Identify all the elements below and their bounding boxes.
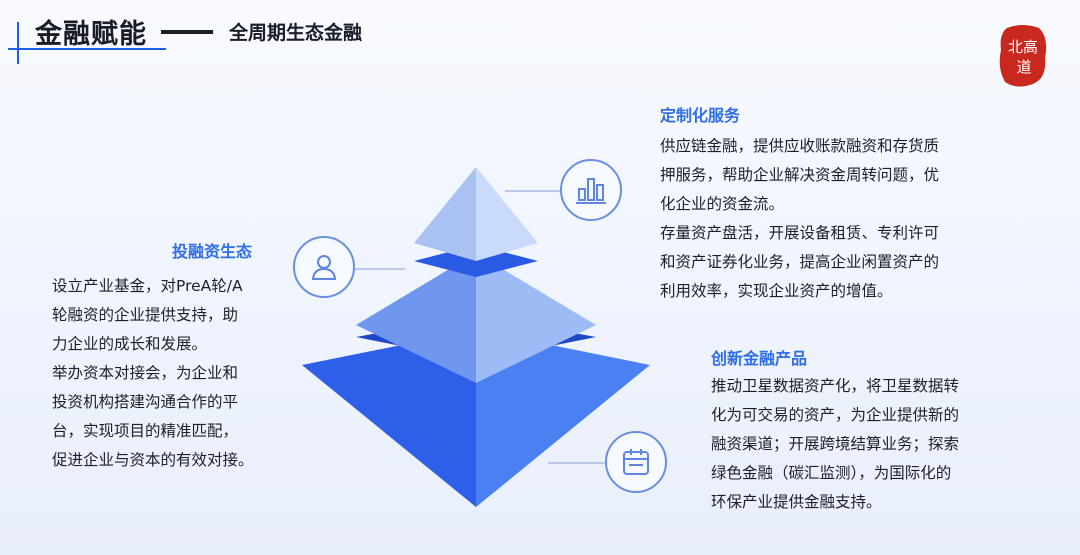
bar-chart-icon-circle (560, 159, 622, 221)
page-subtitle: 全周期生态金融 (229, 22, 363, 44)
section-title-custom-service: 定制化服务 (660, 106, 741, 125)
pyramid-graphic (302, 167, 650, 507)
pyramid-top-left (414, 167, 476, 261)
section-text-custom-service: 供应链金融，提供应收账款融资和存货质 押服务，帮助企业解决资金周转问题，优 化企… (660, 132, 1000, 306)
text-line: 化为可交易的资产，为企业提供新的 (711, 406, 960, 424)
header: 金融赋能 全周期生态金融 (35, 12, 362, 51)
section-text-investment: 设立产业基金，对PreA轮/A 轮融资的企业提供支持，助 力企业的成长和发展。 … (52, 272, 290, 475)
text-line: 举办资本对接会，为企业和 (52, 364, 239, 382)
section-title-investment: 投融资生态 (172, 242, 253, 261)
section-title-innovative-products: 创新金融产品 (711, 349, 808, 368)
connector-bottom-right (548, 462, 605, 464)
text-line: 轮融资的企业提供支持，助 (52, 306, 239, 324)
text-line: 绿色金融（碳汇监测），为国际化的 (711, 464, 952, 482)
pyramid-middle-right (476, 253, 596, 383)
svg-text:道: 道 (1016, 59, 1031, 76)
page-title: 金融赋能 (35, 19, 147, 50)
text-line: 供应链金融，提供应收账款融资和存货质 (660, 137, 940, 155)
text-line: 设立产业基金，对PreA轮/A (52, 277, 243, 295)
connector-left (355, 268, 405, 270)
text-line: 环保产业提供金融支持。 (711, 493, 882, 511)
decor-vertical-line (17, 22, 19, 64)
calendar-icon-circle (605, 431, 667, 493)
text-line: 存量资产盘活，开展设备租赁、专利许可 (660, 224, 940, 242)
text-line: 投资机构搭建沟通合作的平 (52, 393, 239, 411)
text-line: 和资产证券化业务，提高企业闲置资产的 (660, 253, 940, 271)
pyramid-bottom-right (476, 330, 650, 507)
user-icon (311, 255, 337, 280)
text-line: 推动卫星数据资产化，将卫星数据转 (711, 377, 960, 395)
pyramid-bottom-left (302, 330, 476, 507)
section-text-innovative-products: 推动卫星数据资产化，将卫星数据转 化为可交易的资产，为企业提供新的 融资渠道；开… (711, 372, 1021, 517)
text-line: 化企业的资金流。 (660, 195, 785, 213)
text-line: 利用效率，实现企业资产的增值。 (660, 282, 893, 300)
title-dash (161, 29, 213, 34)
pyramid-middle-left (356, 253, 476, 383)
connector-top-right (505, 190, 560, 192)
text-line: 押服务，帮助企业解决资金周转问题，优 (660, 166, 940, 184)
text-line: 促进企业与资本的有效对接。 (52, 451, 254, 469)
bar-chart-icon (576, 178, 606, 204)
user-icon-circle (293, 236, 355, 298)
svg-text:北高: 北高 (1008, 39, 1038, 56)
pyramid-top-right (476, 167, 538, 261)
seal-logo: 北高 道 (999, 25, 1047, 87)
text-line: 融资渠道；开展跨境结算业务；探索 (711, 435, 960, 453)
calendar-icon (623, 449, 649, 475)
text-line: 力企业的成长和发展。 (52, 335, 208, 353)
text-line: 台，实现项目的精准匹配， (52, 422, 239, 440)
decor-horizontal-line (8, 48, 166, 50)
